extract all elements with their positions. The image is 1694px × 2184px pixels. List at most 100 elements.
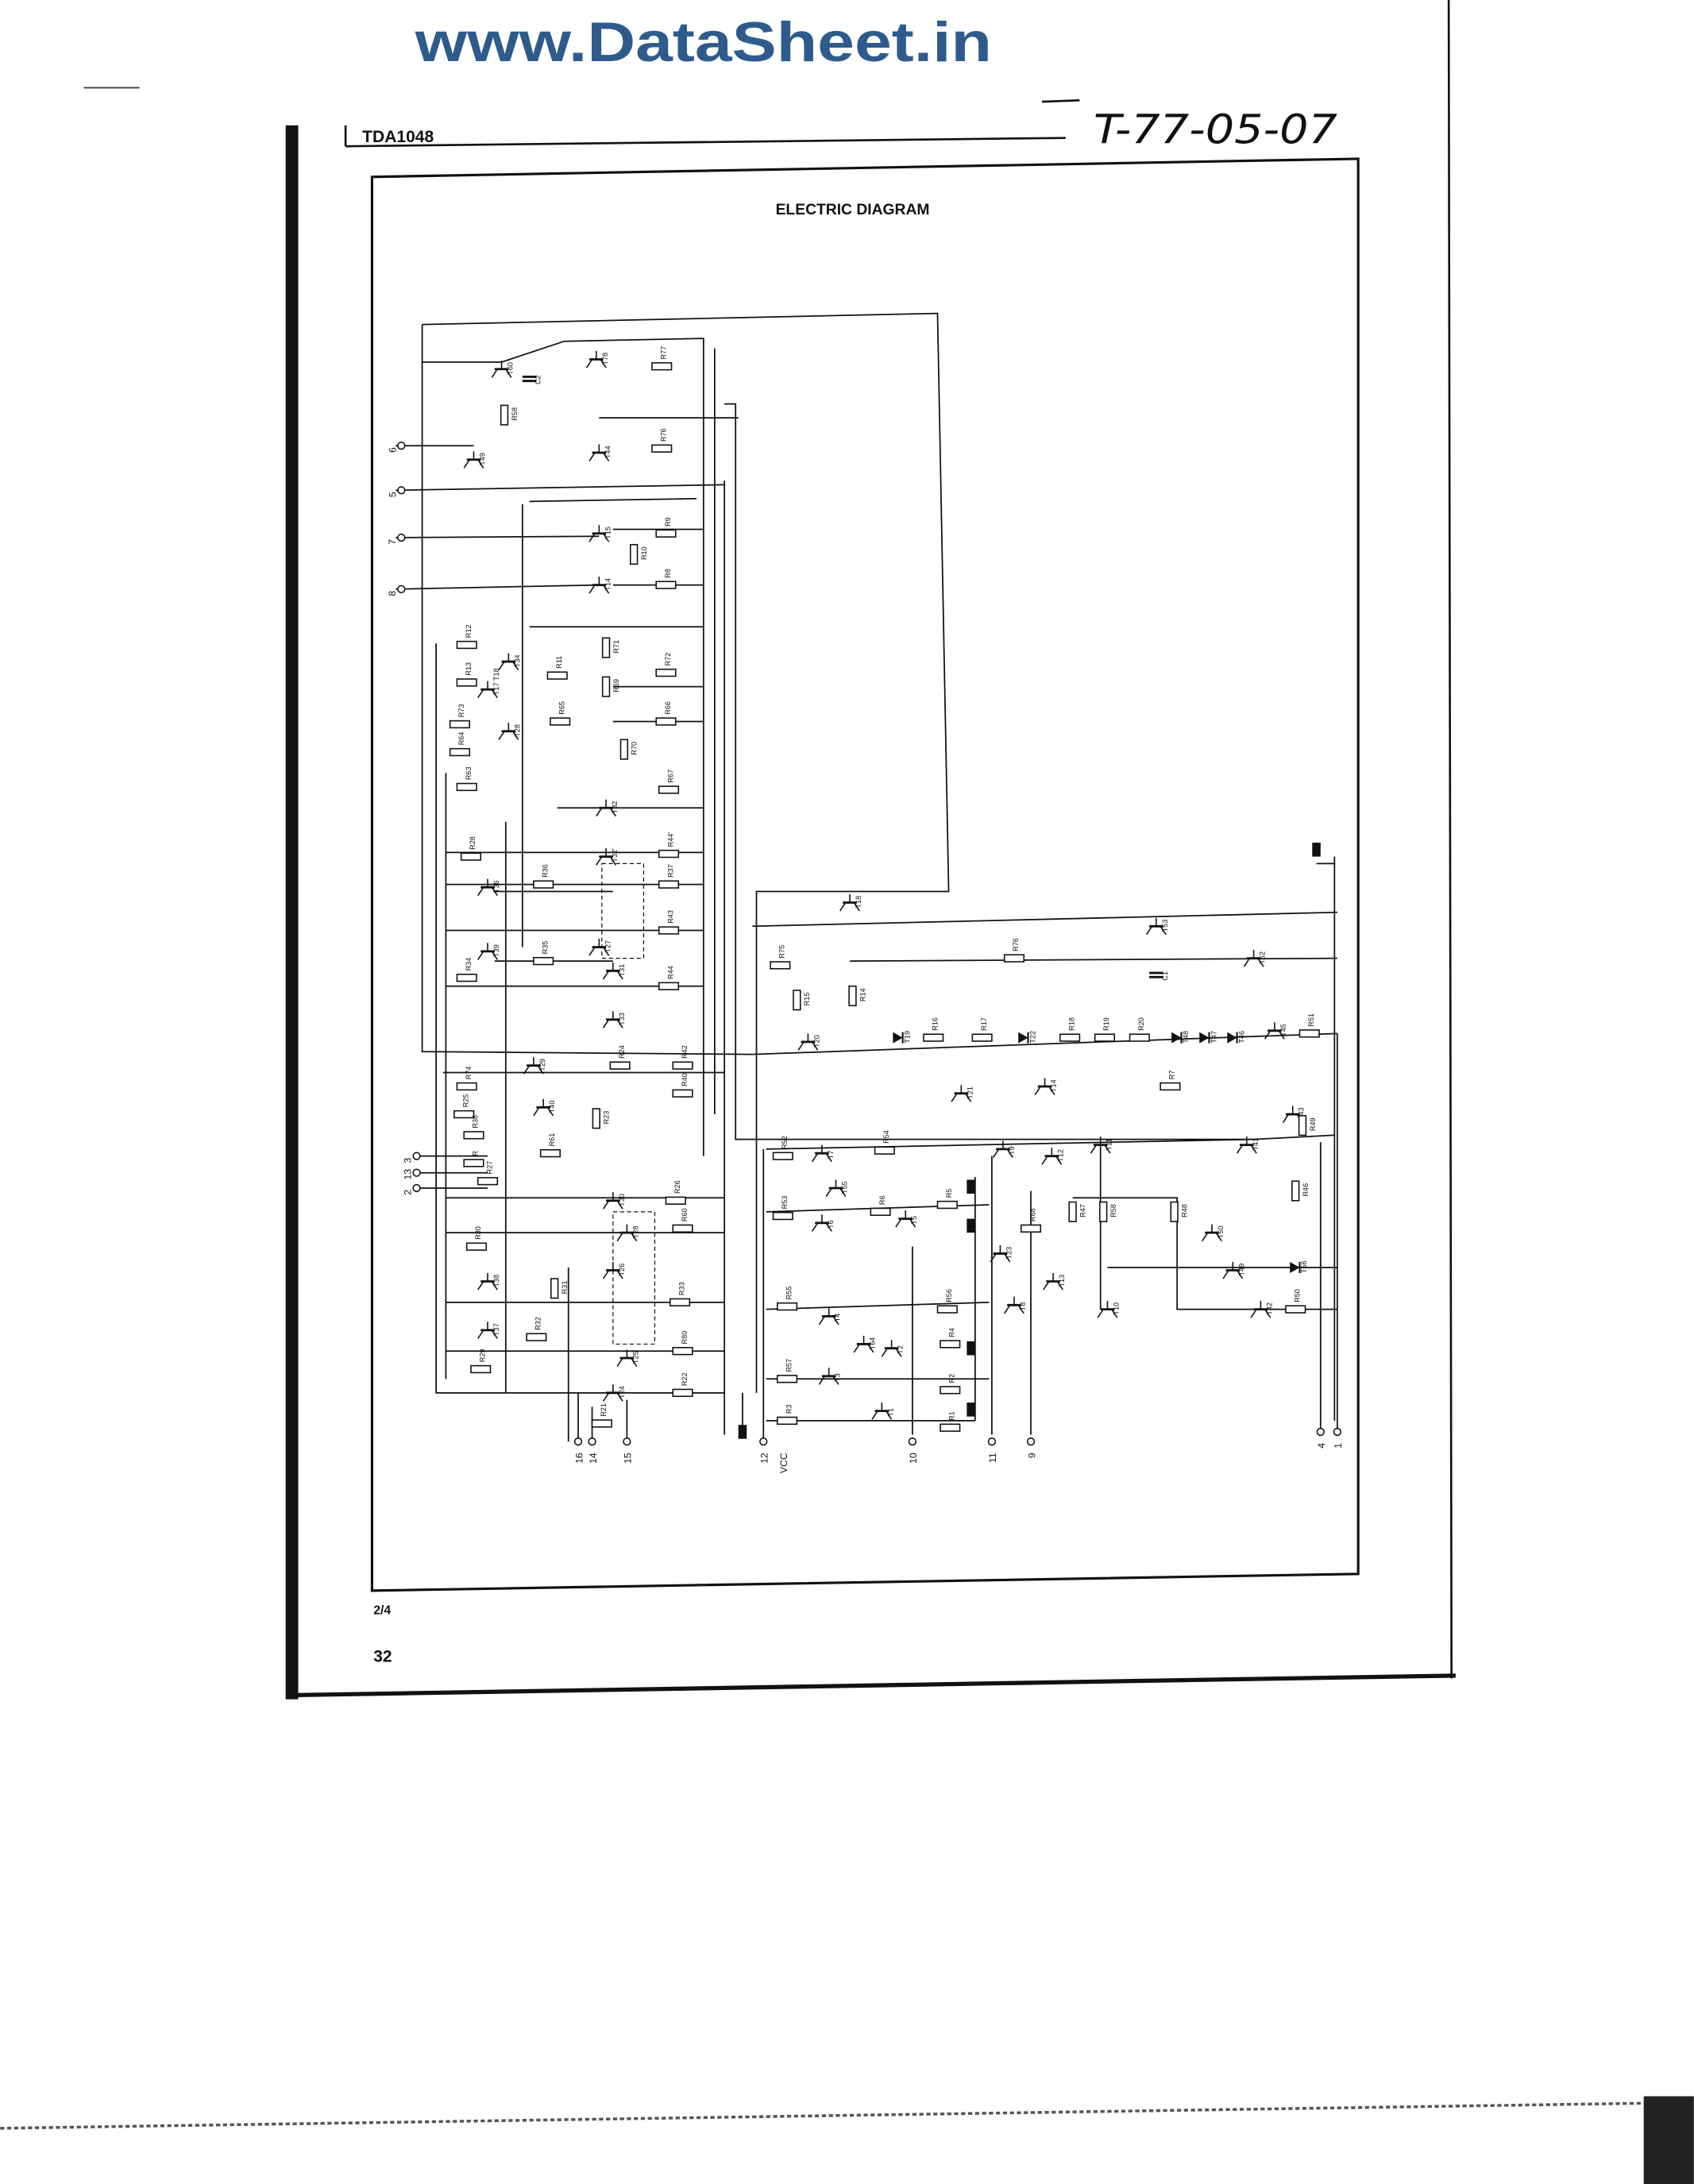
transistor-T4: T4 — [818, 1307, 842, 1325]
pin-label: 7 — [387, 539, 398, 545]
page-number: 32 — [373, 1647, 392, 1665]
transistor-T6: T6 — [811, 1214, 835, 1232]
resistor-R22: R22 — [672, 1372, 693, 1398]
wire — [396, 535, 600, 538]
resistor-label: R44 — [666, 966, 674, 979]
resistor-label: R12 — [465, 625, 473, 639]
resistor-R14: R14 — [848, 985, 866, 1007]
figure-frame — [370, 157, 1360, 1592]
resistor-label: R76 — [1012, 938, 1020, 951]
scan-left-edge — [285, 125, 299, 1700]
scan-bottom-noise — [0, 2101, 1644, 2130]
pin-label: 3 — [403, 1157, 414, 1163]
resistor-label: R34 — [465, 958, 473, 971]
resistor-label: R7 — [1168, 1071, 1176, 1080]
ground-icon — [967, 1179, 975, 1194]
transistor-T44: T44 — [588, 444, 612, 461]
resistor-R30: R30 — [465, 1226, 488, 1251]
resistor-label: R58 — [511, 407, 519, 421]
resistor-R20: R20 — [1129, 1017, 1150, 1042]
resistor-label: R50 — [1293, 1289, 1301, 1302]
transistor-T21: T21 — [951, 1085, 974, 1102]
transistor-T40: T40 — [533, 1098, 556, 1117]
resistor-R52: R52 — [772, 1136, 793, 1160]
transistor-label: T2 — [897, 1345, 905, 1354]
resistor-R72: R72 — [655, 653, 677, 677]
scan-bottom-corner — [1643, 2096, 1694, 2184]
resistor-label: R70 — [631, 742, 639, 755]
resistor-R8: R8 — [655, 569, 677, 589]
resistor-label: R14 — [859, 988, 866, 1001]
pin-label: VCC — [778, 1453, 789, 1473]
resistor-R74: R74 — [456, 1066, 477, 1091]
resistor-label: R49 — [1309, 1117, 1317, 1131]
pin-11: 11 — [987, 1437, 998, 1463]
resistor-label: R13 — [465, 662, 473, 676]
transistor-label: T39 — [492, 944, 500, 957]
resistor-label: R15 — [803, 993, 811, 1006]
resistor-R73: R73 — [449, 704, 471, 729]
resistor-label: R24 — [618, 1045, 626, 1059]
pin-15: 15 — [623, 1437, 634, 1464]
wire — [422, 312, 950, 1393]
transistor-label: T29 — [538, 1059, 546, 1071]
resistor-label: R25 — [461, 1094, 469, 1108]
transistor-T13: T13 — [1043, 1272, 1066, 1291]
resistor-label: R63 — [465, 766, 473, 780]
pin-label: 14 — [588, 1453, 599, 1464]
transistor-T55: T55 — [825, 1179, 849, 1197]
transistor-T8: T8 — [1004, 1296, 1027, 1314]
resistor-label: R38 — [472, 1115, 480, 1129]
transistor-T14: T14 — [588, 577, 612, 594]
resistor-label: R80 — [681, 1331, 689, 1345]
resistor-label: R52 — [781, 1136, 789, 1149]
transistor-label: T13 — [1058, 1275, 1066, 1287]
transistor-T18: T18 — [839, 893, 862, 912]
transistor-label: T18 — [855, 896, 862, 909]
transistor-label: T19 — [903, 1031, 911, 1044]
transistor-label: T17 T18 — [492, 668, 500, 695]
transistor-T28: T28 — [498, 723, 521, 740]
resistor-R26: R26 — [665, 1180, 686, 1205]
transistor-T37: T37 — [477, 1322, 500, 1339]
resistor-label: R69 — [612, 679, 620, 693]
pin-2: 2 — [403, 1183, 421, 1195]
resistor-R28: R28 — [460, 836, 482, 861]
transistor-T41: T41 — [1236, 1136, 1260, 1154]
resistor-label: R5 — [945, 1189, 953, 1198]
resistor-R44: R44' — [658, 832, 680, 859]
transistor-label: T28 — [631, 1225, 639, 1238]
transistor-T49: T49 — [1222, 1261, 1245, 1279]
transistor-label: T55 — [841, 1181, 849, 1194]
wire — [422, 338, 704, 1156]
transistor-label: T52 — [1259, 951, 1267, 964]
transistor-label: T7 — [827, 1151, 835, 1160]
transistor-T64: T64 — [853, 1335, 877, 1353]
transistor-label: T14 — [1050, 1079, 1058, 1092]
transistor-T38: T38 — [477, 1272, 500, 1291]
resistor-label: R75 — [778, 945, 786, 959]
transistor-T7: T7 — [811, 1144, 835, 1163]
resistor-label: R32 — [534, 1317, 542, 1330]
resistor-R27: R27 — [477, 1161, 499, 1186]
resistor-R21: R21 — [591, 1403, 612, 1428]
resistor-R43: R43 — [658, 910, 680, 935]
resistor-label: R21 — [600, 1403, 608, 1417]
resistor-R24: R24 — [609, 1045, 631, 1070]
capacitor-C2: C2 — [522, 375, 542, 384]
transistor-T12: T12 — [1041, 1148, 1064, 1165]
transistor-label: T1 — [886, 1408, 894, 1417]
transistor-label: T4 — [834, 1314, 842, 1322]
pin-label: 11 — [987, 1453, 998, 1463]
transistor-T49: T49 — [463, 451, 487, 469]
wire — [396, 584, 600, 590]
resistor-R18: R18 — [1059, 1017, 1081, 1042]
transistor-label: T64 — [869, 1337, 877, 1350]
wire — [396, 484, 725, 492]
resistor-R71: R71 — [601, 637, 620, 658]
transistor-T53: T53 — [1145, 917, 1169, 936]
resistor-label: R36 — [541, 864, 549, 878]
transistor-label: T9 — [1008, 1146, 1016, 1155]
transistor-label: T41 — [1252, 1138, 1260, 1151]
transistor-T46: T46 — [1227, 1031, 1245, 1044]
